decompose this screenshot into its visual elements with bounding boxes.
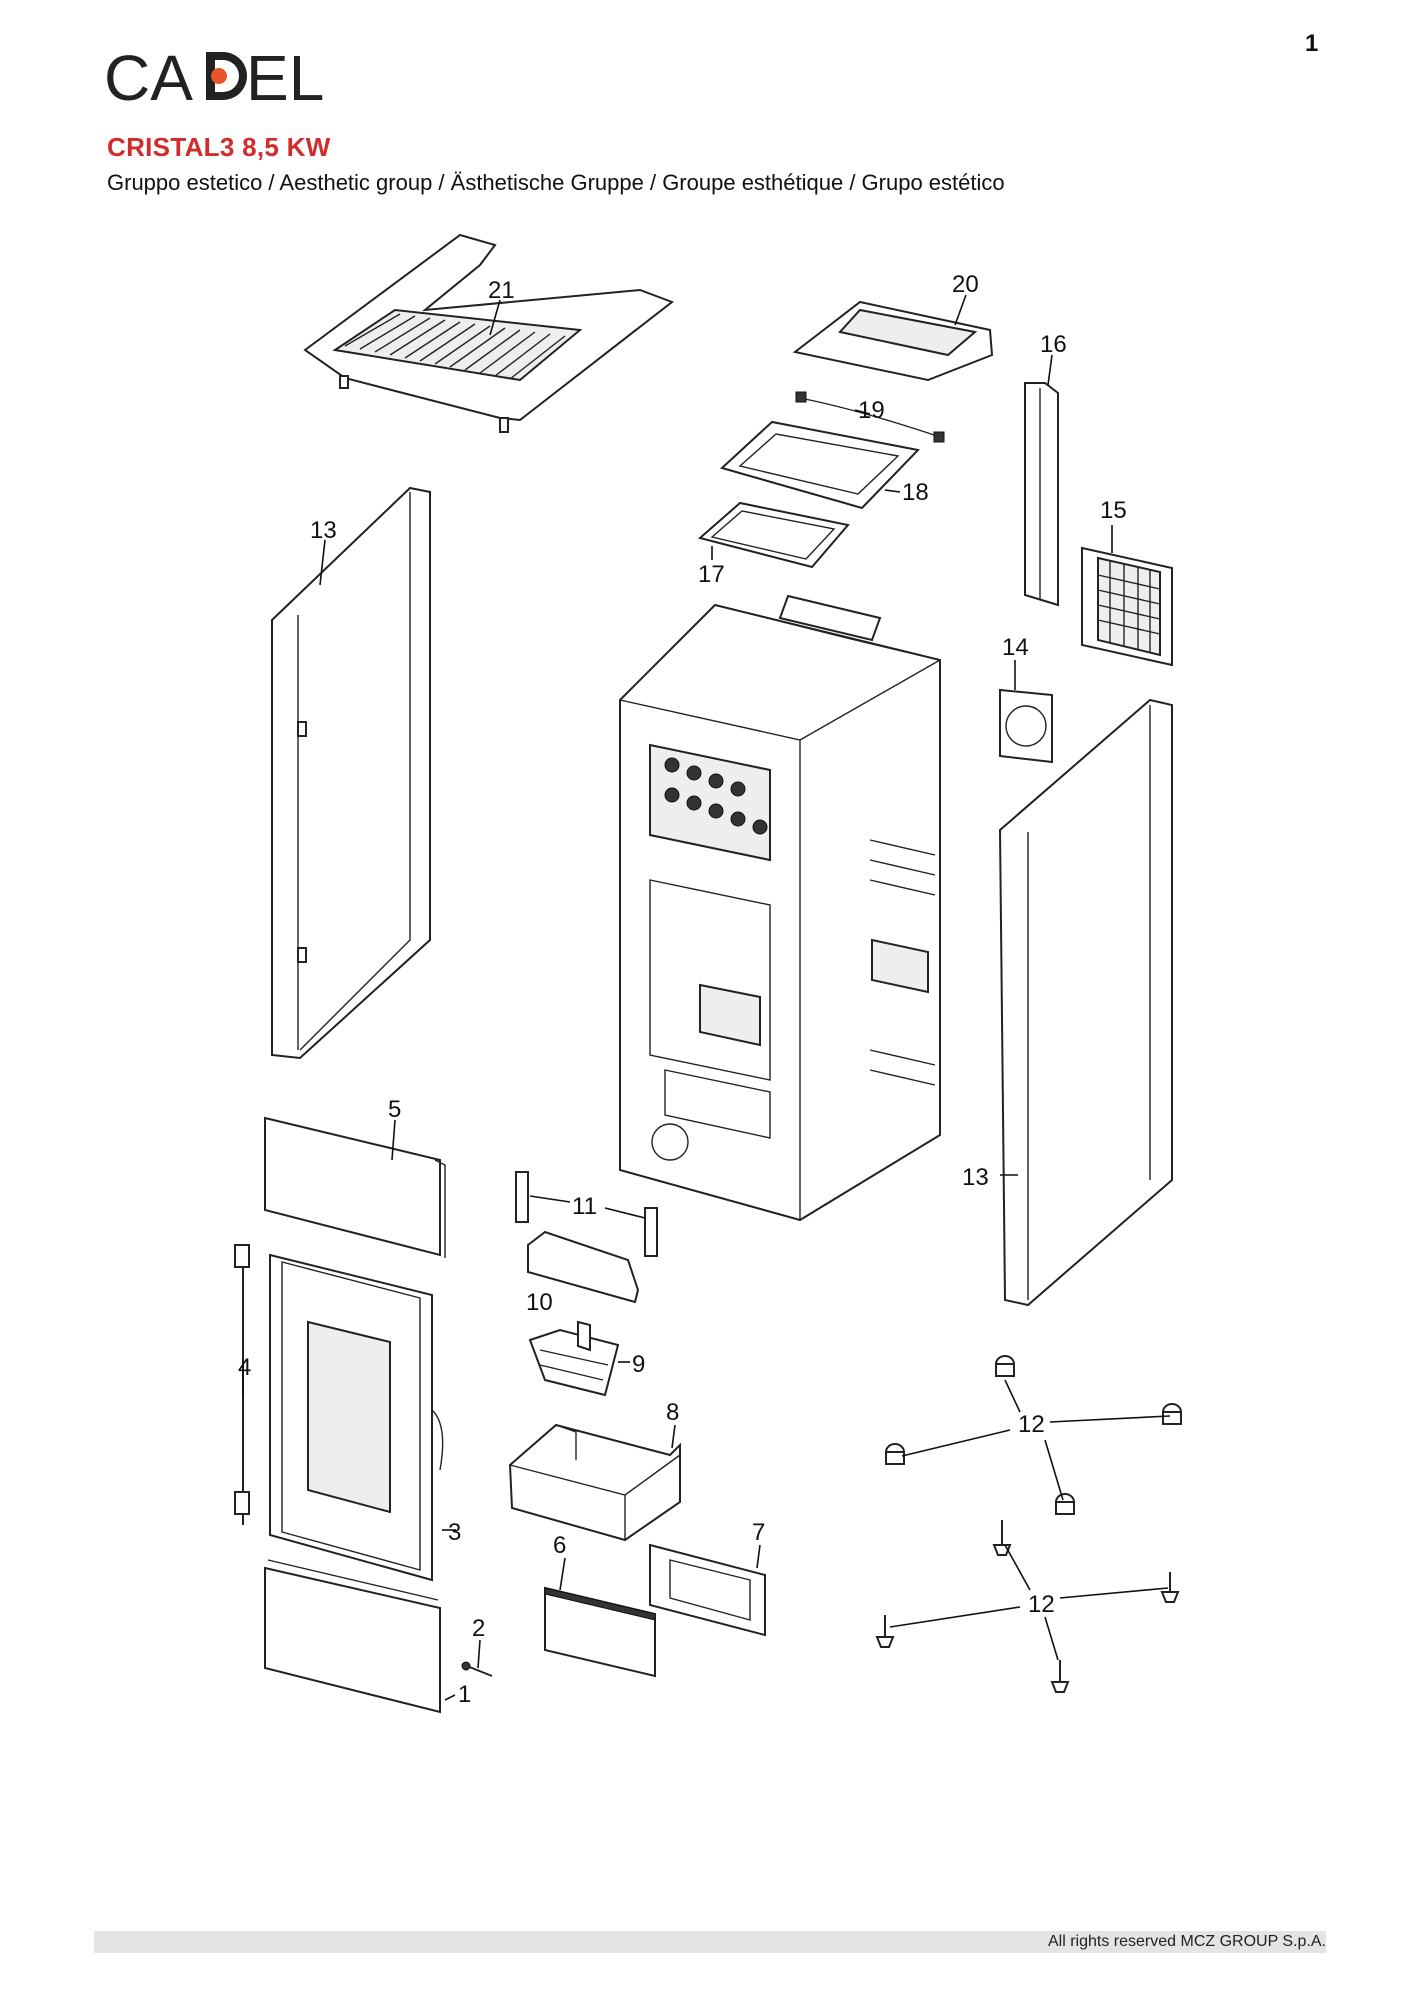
- label-9: 9: [632, 1351, 645, 1378]
- part-17-gasket: [697, 501, 850, 569]
- part-6-plate: [544, 1586, 656, 1678]
- label-8: 8: [666, 1399, 679, 1426]
- label-10: 10: [526, 1289, 553, 1316]
- leader-lines: [242, 294, 1171, 1701]
- label-18: 18: [902, 479, 929, 506]
- footer-bar: [94, 1931, 1326, 1953]
- part-11-brackets: [515, 1171, 658, 1257]
- label-2: 2: [472, 1615, 485, 1642]
- label-11: 11: [572, 1193, 597, 1220]
- part-13-left-side-panel: [271, 486, 431, 1060]
- part-14-flue-plate: [999, 688, 1053, 764]
- label-13a: 13: [310, 517, 337, 544]
- part-number-labels: 1 2 3 4 5 6 7 8 9 10 11 12 12 13 13 14 1…: [238, 271, 1127, 1708]
- part-9-burn-pot: [528, 1320, 620, 1397]
- stove-body: [619, 594, 941, 1222]
- label-21: 21: [488, 277, 515, 304]
- part-2-screw: [461, 1661, 493, 1677]
- label-7: 7: [752, 1519, 765, 1546]
- label-15: 15: [1100, 497, 1127, 524]
- label-3: 3: [448, 1519, 461, 1546]
- label-19: 19: [858, 397, 885, 424]
- label-1: 1: [458, 1681, 471, 1708]
- label-17: 17: [698, 561, 725, 588]
- label-13b: 13: [962, 1164, 989, 1191]
- part-8-ash-pan: [508, 1423, 681, 1542]
- part-15-mesh-panel: [1081, 546, 1173, 667]
- part-10-deflector: [527, 1230, 640, 1304]
- part-1-lower-panel: [264, 1559, 441, 1714]
- part-20-top-cover: [792, 300, 994, 382]
- label-6: 6: [553, 1532, 566, 1559]
- label-12b: 12: [1028, 1591, 1055, 1618]
- part-7-gasket: [649, 1543, 766, 1637]
- logo-text-left: CA: [104, 46, 193, 110]
- exploded-parts-diagram: 1 2 3 4 5 6 7 8 9 10 11 12 12 13 13 14 1…: [234, 233, 1182, 1714]
- label-16: 16: [1040, 331, 1067, 358]
- part-4-hinge-rod: [234, 1244, 250, 1525]
- part-5-front-panel: [264, 1116, 446, 1258]
- model-title: CRISTAL3 8,5 KW: [107, 132, 331, 162]
- part-18-frame: [720, 420, 921, 510]
- cadel-logo: CA EL: [104, 42, 324, 114]
- label-12a: 12: [1018, 1411, 1045, 1438]
- footer-copyright: All rights reserved MCZ GROUP S.p.A.: [1048, 1933, 1326, 1950]
- logo-d-stem: [206, 52, 215, 100]
- part-16-rail: [1024, 382, 1059, 607]
- logo-d-bowl: [215, 52, 247, 100]
- page-number: 1: [1305, 30, 1319, 57]
- label-20: 20: [952, 271, 979, 298]
- label-5: 5: [388, 1096, 401, 1123]
- part-19-cable: [799, 397, 941, 438]
- label-14: 14: [1002, 634, 1029, 661]
- label-4: 4: [238, 1354, 251, 1381]
- part-3-glass-door: [269, 1253, 444, 1582]
- part-12-feet-adjustable: [875, 1520, 1180, 1693]
- part-21-top-grille: [303, 233, 675, 433]
- part-13-right-side-panel: [998, 698, 1173, 1307]
- group-subtitle: Gruppo estetico / Aesthetic group / Ästh…: [107, 170, 1005, 195]
- logo-text-right: EL: [246, 46, 324, 110]
- part-12-feet-round: [885, 1355, 1182, 1515]
- logo-dot-icon: [211, 68, 227, 84]
